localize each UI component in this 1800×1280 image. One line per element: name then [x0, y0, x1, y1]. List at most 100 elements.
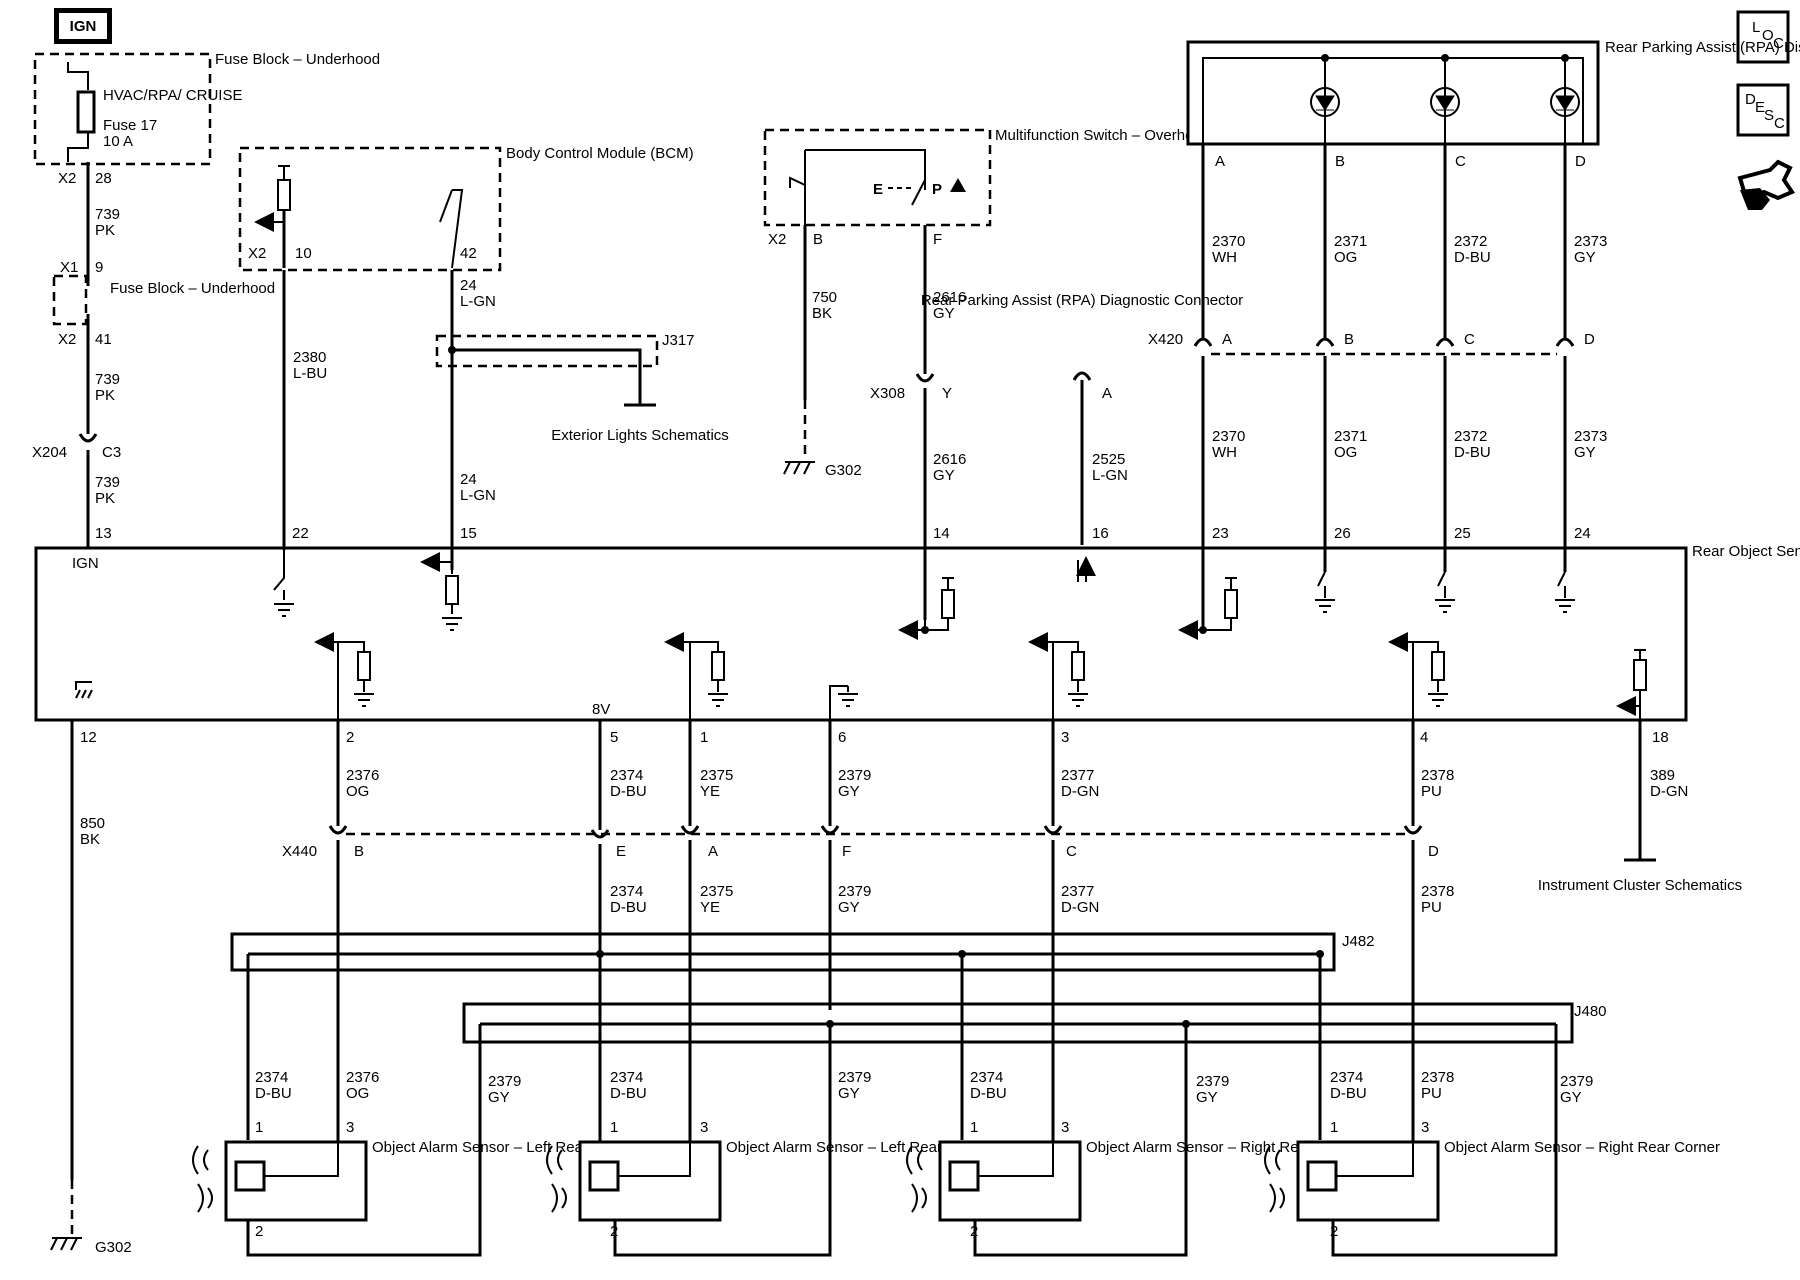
svg-text:X2: X2	[768, 231, 786, 248]
svg-text:IGN: IGN	[70, 18, 97, 35]
svg-text:16: 16	[1092, 525, 1109, 542]
sensor-right-rear-middle[interactable]: Object Alarm Sensor – Right Rear Middle …	[906, 1069, 1360, 1240]
svg-text:Object Alarm Sensor – Right Re: Object Alarm Sensor – Right Rear Corner	[1444, 1139, 1720, 1156]
svg-text:E: E	[873, 181, 883, 198]
svg-text:2: 2	[346, 729, 354, 746]
svg-text:2376: 2376	[346, 1069, 379, 1086]
svg-text:2375: 2375	[700, 767, 733, 784]
svg-text:Object Alarm Sensor – Right Re: Object Alarm Sensor – Right Rear Middle	[1086, 1139, 1360, 1156]
svg-text:2378: 2378	[1421, 1069, 1454, 1086]
svg-text:Object Alarm Sensor – Left Rea: Object Alarm Sensor – Left Rear Middle	[372, 1139, 636, 1156]
svg-text:850: 850	[80, 815, 105, 832]
sound-wave-icon	[906, 1145, 927, 1213]
svg-text:G302: G302	[825, 462, 862, 479]
svg-text:GY: GY	[933, 305, 955, 322]
svg-text:BK: BK	[812, 305, 832, 322]
svg-text:2: 2	[970, 1223, 978, 1240]
svg-text:A: A	[708, 843, 718, 860]
svg-text:23: 23	[1212, 525, 1229, 542]
svg-text:D-GN: D-GN	[1650, 783, 1688, 800]
sensor-left-rear-middle[interactable]: Object Alarm Sensor – Left Rear Middle 1…	[192, 1069, 636, 1240]
svg-text:D-GN: D-GN	[1061, 783, 1099, 800]
svg-text:739: 739	[95, 371, 120, 388]
svg-text:D-BU: D-BU	[610, 783, 647, 800]
svg-text:J480: J480	[1574, 1003, 1607, 1020]
svg-text:2374: 2374	[1330, 1069, 1363, 1086]
svg-text:Object Alarm Sensor – Left Rea: Object Alarm Sensor – Left Rear Corner	[726, 1139, 992, 1156]
svg-text:2373: 2373	[1574, 428, 1607, 445]
svg-text:OG: OG	[346, 1085, 369, 1102]
svg-text:2379: 2379	[1196, 1073, 1229, 1090]
svg-text:X1: X1	[60, 259, 78, 276]
module-label: Rear Object Sensor Control Module	[1692, 543, 1800, 560]
svg-text:2616: 2616	[933, 451, 966, 468]
bidirectional-icon	[1078, 560, 1086, 582]
ign-tag: IGN	[54, 8, 112, 44]
svg-text:D-BU: D-BU	[970, 1085, 1007, 1102]
svg-text:D: D	[1428, 843, 1439, 860]
svg-text:A: A	[1222, 331, 1232, 348]
svg-text:P: P	[932, 181, 942, 198]
svg-text:GY: GY	[488, 1089, 510, 1106]
svg-text:OG: OG	[1334, 249, 1357, 266]
svg-text:YE: YE	[700, 899, 720, 916]
svg-text:G302: G302	[95, 1239, 132, 1256]
svg-text:PK: PK	[95, 222, 115, 239]
svg-text:Fuse Block – Underhood: Fuse Block – Underhood	[110, 280, 275, 297]
svg-text:12: 12	[80, 729, 97, 746]
svg-text:22: 22	[292, 525, 309, 542]
svg-text:E: E	[1755, 99, 1765, 116]
svg-text:D-BU: D-BU	[1454, 249, 1491, 266]
svg-text:D: D	[1745, 91, 1756, 108]
svg-text:25: 25	[1454, 525, 1471, 542]
exterior-lights-ref[interactable]: Exterior Lights Schematics	[551, 427, 729, 444]
ground-icon	[274, 603, 294, 617]
svg-text:IGN: IGN	[72, 555, 99, 572]
svg-text:2378: 2378	[1421, 767, 1454, 784]
svg-text:2379: 2379	[1560, 1073, 1593, 1090]
svg-text:F: F	[842, 843, 851, 860]
svg-text:D: D	[1575, 153, 1586, 170]
svg-text:GY: GY	[838, 899, 860, 916]
svg-text:1: 1	[610, 1119, 618, 1136]
svg-text:GY: GY	[933, 467, 955, 484]
svg-text:2616: 2616	[933, 289, 966, 306]
rpa-display-label: Rear Parking Assist (RPA) Display	[1605, 39, 1800, 56]
instrument-cluster-ref[interactable]: Instrument Cluster Schematics	[1538, 877, 1742, 894]
splice-j317: J317 Exterior Lights Schematics	[435, 332, 729, 444]
x440-label: X440	[282, 843, 317, 860]
sensor-left-rear-corner[interactable]: Object Alarm Sensor – Left Rear Corner 1…	[546, 1069, 992, 1240]
svg-text:GY: GY	[1196, 1089, 1218, 1106]
svg-text:X2: X2	[248, 245, 266, 262]
svg-text:GY: GY	[1574, 444, 1596, 461]
svg-text:8V: 8V	[592, 701, 610, 718]
svg-text:PK: PK	[95, 387, 115, 404]
svg-text:PU: PU	[1421, 899, 1442, 916]
sound-wave-icon	[1264, 1145, 1285, 1213]
svg-text:D-BU: D-BU	[610, 899, 647, 916]
ground-icon	[1435, 571, 1455, 613]
svg-text:B: B	[813, 231, 823, 248]
rpa-diagnostic-connector[interactable]: Rear Parking Assist (RPA) Diagnostic Con…	[921, 292, 1243, 545]
svg-text:3: 3	[700, 1119, 708, 1136]
svg-text:739: 739	[95, 474, 120, 491]
svg-text:28: 28	[95, 170, 112, 187]
svg-text:D-BU: D-BU	[1454, 444, 1491, 461]
svg-text:14: 14	[933, 525, 950, 542]
svg-text:2370: 2370	[1212, 428, 1245, 445]
svg-text:D-BU: D-BU	[1330, 1085, 1367, 1102]
svg-text:PU: PU	[1421, 1085, 1442, 1102]
sensor-right-rear-corner[interactable]: Object Alarm Sensor – Right Rear Corner …	[1264, 1069, 1720, 1240]
svg-text:WH: WH	[1212, 444, 1237, 461]
svg-text:2375: 2375	[700, 883, 733, 900]
svg-text:2: 2	[1330, 1223, 1338, 1240]
svg-text:J482: J482	[1342, 933, 1375, 950]
svg-text:2372: 2372	[1454, 428, 1487, 445]
svg-text:E: E	[616, 843, 626, 860]
wrench-hand-icon[interactable]	[1737, 159, 1795, 210]
svg-text:B: B	[1335, 153, 1345, 170]
